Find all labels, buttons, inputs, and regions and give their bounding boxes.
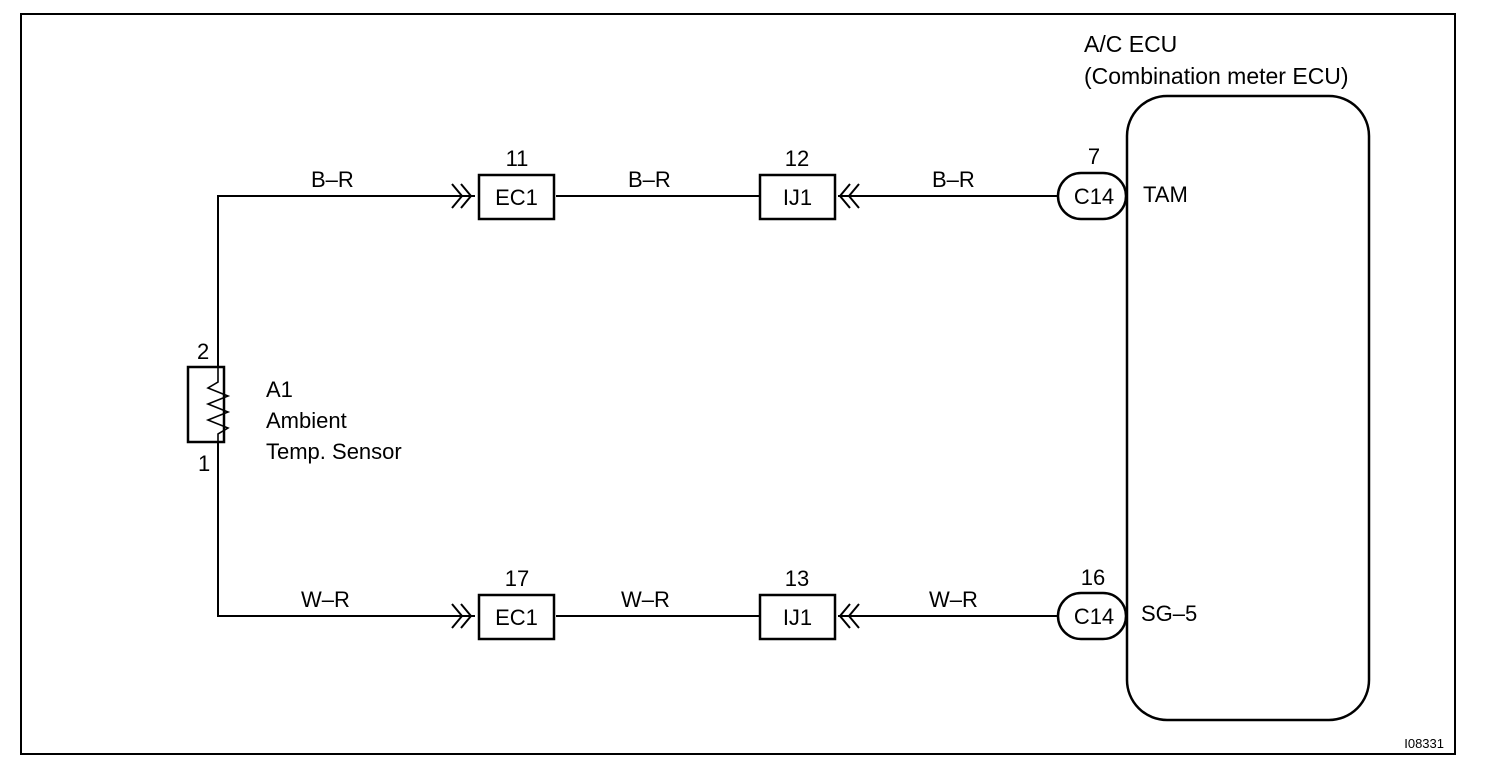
connector-pin: 11	[506, 146, 529, 171]
connector-ij1-box	[758, 173, 837, 221]
connector-name: IJ1	[783, 605, 812, 630]
connector-arrow-icon	[847, 183, 860, 209]
wire-color-label: W–R	[301, 587, 350, 612]
ambient-temp-sensor: 2 1 A1 Ambient Temp. Sensor	[186, 339, 402, 476]
connector-arrow-icon	[460, 183, 473, 209]
wire-sensor-to-ec1-bottom	[217, 442, 475, 617]
sensor-pin-bottom: 1	[198, 451, 210, 476]
connector-ec1-box	[477, 173, 556, 221]
thermistor-icon	[205, 366, 231, 442]
wire-sensor-to-ec1-top	[217, 195, 475, 366]
circuit-sg5: W–R W–R W–R EC1 17 IJ1 13 C14 16	[217, 442, 1128, 641]
connector-pin: 13	[785, 566, 809, 591]
connector-pin: 17	[505, 566, 529, 591]
wire-color-label: B–R	[311, 167, 354, 192]
connector-name: C14	[1074, 184, 1114, 209]
connector-name: C14	[1074, 604, 1114, 629]
wire-color-label: W–R	[929, 587, 978, 612]
sensor-name-line2: Temp. Sensor	[266, 439, 402, 464]
ecu-subtitle: (Combination meter ECU)	[1084, 63, 1349, 89]
ecu-body	[1125, 94, 1371, 722]
ecu-connector-c14-box	[1056, 591, 1128, 641]
connector-pin: 16	[1081, 565, 1105, 590]
circuit-tam: B–R B–R B–R EC1 11 IJ1 12 C14 7	[217, 144, 1128, 366]
connector-arrow-icon	[847, 603, 860, 629]
ecu-title: A/C ECU	[1084, 31, 1177, 57]
sensor-id: A1	[266, 377, 293, 402]
connector-arrow-icon	[838, 603, 851, 629]
connector-pin: 12	[785, 146, 809, 171]
connector-arrow-icon	[838, 183, 851, 209]
diagram-frame	[20, 13, 1456, 755]
ecu-connector-c14-box	[1056, 171, 1128, 221]
wire-color-label: B–R	[932, 167, 975, 192]
wire-color-label: B–R	[628, 167, 671, 192]
wire-color-label: W–R	[621, 587, 670, 612]
sensor-name-line1: Ambient	[266, 408, 347, 433]
connector-name: EC1	[495, 185, 538, 210]
connector-ij1-box	[758, 593, 837, 641]
figure-code: I08331	[1404, 736, 1444, 751]
connector-arrow-icon	[451, 603, 464, 629]
connector-arrow-icon	[460, 603, 473, 629]
ac-ecu: A/C ECU (Combination meter ECU) TAM SG–5	[1084, 31, 1371, 722]
sensor-pin-top: 2	[197, 339, 209, 364]
connector-name: IJ1	[783, 185, 812, 210]
ecu-pin-label-sg5: SG–5	[1141, 601, 1197, 626]
connector-name: EC1	[495, 605, 538, 630]
ecu-pin-label-tam: TAM	[1143, 182, 1188, 207]
connector-arrow-icon	[451, 183, 464, 209]
connector-pin: 7	[1088, 144, 1100, 169]
connector-ec1-box	[477, 593, 556, 641]
